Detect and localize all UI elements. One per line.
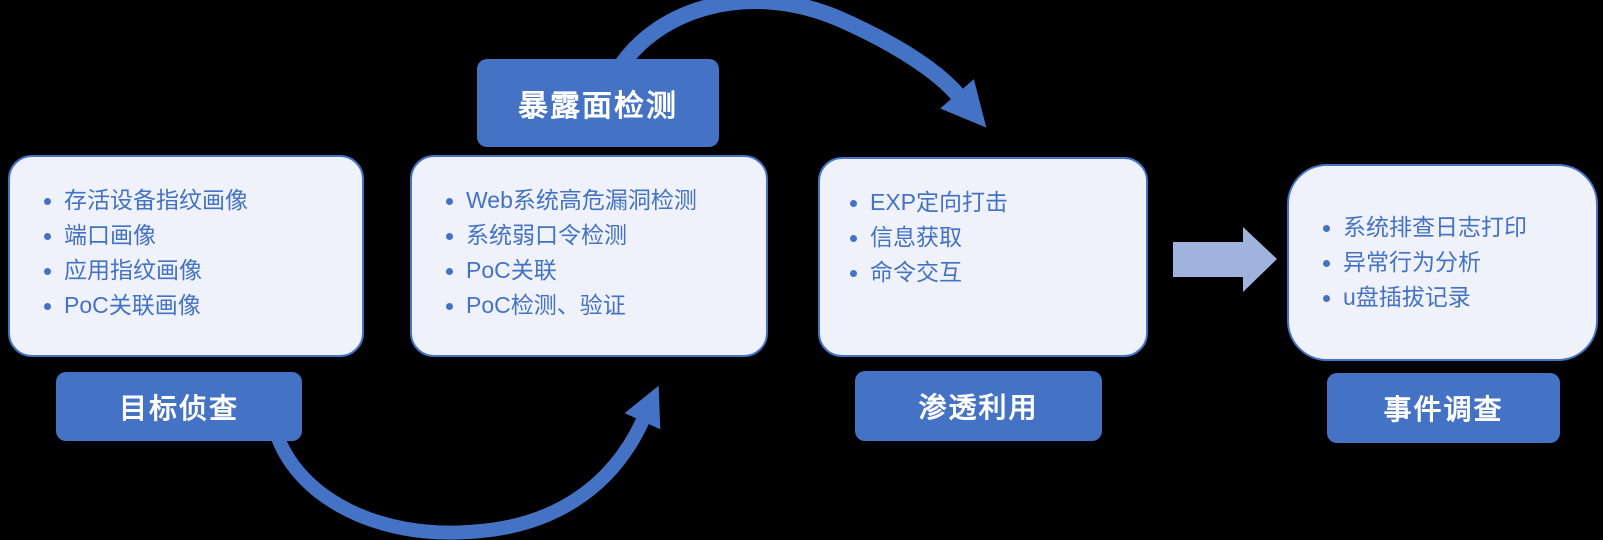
block-arrow-right-icon [1173,227,1277,292]
bullet-item: 存活设备指纹画像 [42,183,354,218]
bullet-item: 命令交互 [848,255,1138,290]
stage-label-target-recon: 目标侦查 [56,372,302,441]
bullet-item: 系统排查日志打印 [1321,210,1588,245]
bullet-item: 系统弱口令检测 [444,218,758,253]
curved-arrow-bottom-icon [271,385,661,540]
bullet-item: PoC检测、验证 [444,288,758,323]
bullet-item: 信息获取 [848,220,1138,255]
card-penetration-exploit: EXP定向打击信息获取命令交互 [818,157,1148,357]
bullet-item: 应用指纹画像 [42,253,354,288]
bullet-item: PoC关联 [444,253,758,288]
bullet-item: Web系统高危漏洞检测 [444,183,758,218]
bullet-list-penetration-exploit: EXP定向打击信息获取命令交互 [848,185,1138,290]
bullet-item: EXP定向打击 [848,185,1138,220]
bullet-item: u盘插拔记录 [1321,280,1588,315]
bullet-item: 异常行为分析 [1321,245,1588,280]
stage-label-penetration-exploit: 渗透利用 [855,371,1102,441]
bullet-item: 端口画像 [42,218,354,253]
stage-label-exposure-detection: 暴露面检测 [477,59,719,147]
bullet-item: PoC关联画像 [42,288,354,323]
stage-label-incident-investigation: 事件调查 [1327,373,1560,443]
